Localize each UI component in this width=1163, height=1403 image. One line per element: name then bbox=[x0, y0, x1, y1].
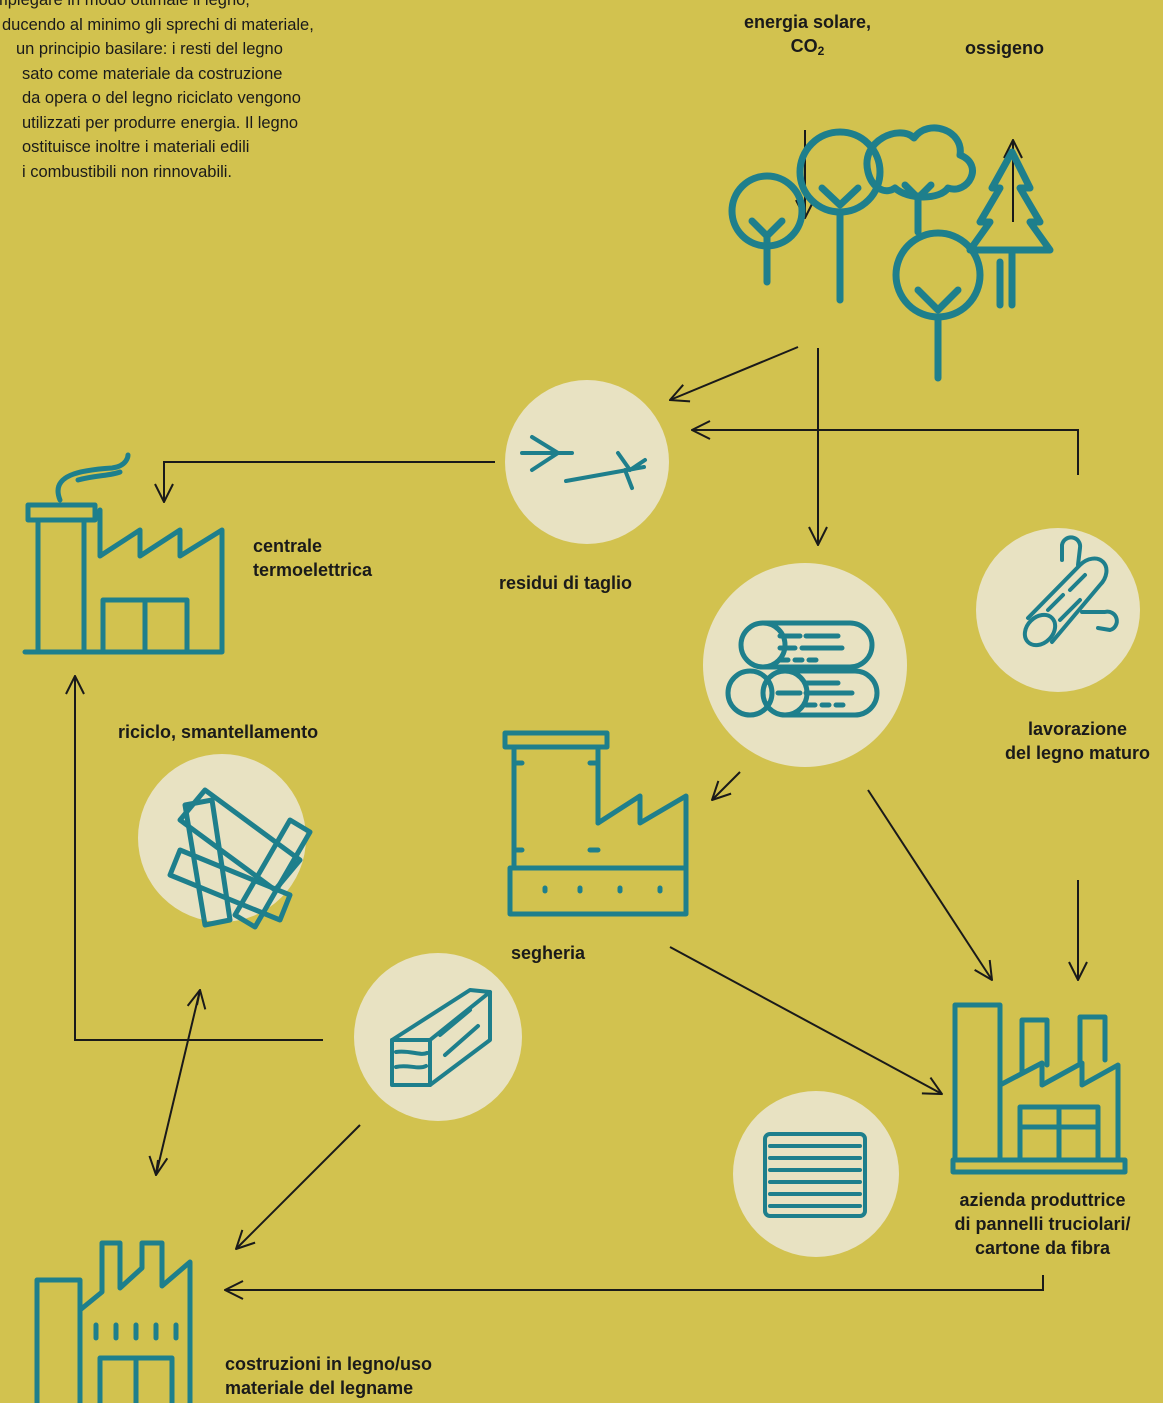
arrow-logs-to-panels bbox=[867, 789, 992, 980]
intro-line: ostituisce inoltre i materiali edili bbox=[22, 138, 250, 156]
panels-circle bbox=[733, 1091, 899, 1257]
oxygen-label: ossigeno bbox=[965, 38, 1045, 58]
intro-text: mpiegare in modo ottimale il legno, duce… bbox=[0, 0, 464, 184]
beam-icon bbox=[390, 988, 492, 1087]
power-plant-label: centrale termoelettrica bbox=[253, 536, 373, 580]
intro-line: i combustibili non rinnovabili. bbox=[22, 162, 233, 181]
intro-line: mpiegare in modo ottimale il legno, bbox=[0, 0, 250, 9]
arrow-logs-to-sawmill bbox=[712, 771, 741, 800]
sawmill-label: segheria bbox=[511, 943, 586, 963]
intro-line: un principio basilare: i resti del legno bbox=[16, 40, 283, 58]
panels-icon bbox=[763, 1132, 867, 1218]
arrow-panels-to-construction bbox=[225, 1275, 1044, 1290]
panel-factory-icon bbox=[950, 1002, 1128, 1175]
construction-label: costruzioni in legno/uso materiale del l… bbox=[225, 1354, 432, 1398]
arrow-sawmill-to-panels bbox=[669, 946, 942, 1094]
arrow-mature-to-residues bbox=[692, 430, 1079, 475]
forest-icon bbox=[728, 124, 1054, 382]
mature-wood-circle bbox=[976, 528, 1140, 692]
energy-label: energia solare, CO2 bbox=[743, 12, 872, 58]
arrow-beam-to-construction bbox=[236, 1124, 361, 1249]
intro-line: ducendo al minimo gli sprechi di materia… bbox=[2, 15, 314, 34]
arrow-recycling-construction bbox=[155, 989, 201, 1176]
intro-line: sato come materiale da costruzione bbox=[22, 64, 283, 83]
recycling-label: riciclo, smantellamento bbox=[118, 722, 319, 742]
mature-wood-label: lavorazione del legno maturo bbox=[1004, 719, 1150, 763]
cutting-residues-label: residui di taglio bbox=[499, 573, 633, 593]
panel-factory-label: azienda produttrice di pannelli truciola… bbox=[954, 1190, 1131, 1258]
intro-line: da opera o del legno riciclato vengono bbox=[22, 89, 301, 107]
sawmill-icon bbox=[502, 730, 689, 917]
intro-line: utilizzati per produrre energia. Il legn… bbox=[22, 113, 299, 132]
construction-factory-icon bbox=[34, 1240, 193, 1403]
branches-icon bbox=[520, 435, 647, 490]
arrow-residues-to-plant bbox=[164, 461, 495, 502]
power-plant-icon bbox=[22, 452, 225, 655]
arrow-forest-to-residues bbox=[670, 346, 799, 400]
residues-circle bbox=[505, 380, 669, 544]
planks-icon bbox=[167, 787, 313, 930]
stacked-logs-icon bbox=[725, 620, 880, 718]
flow-arrows bbox=[75, 130, 1078, 1290]
log-icon bbox=[1022, 535, 1119, 648]
arrow-beam-to-plant bbox=[75, 676, 323, 1041]
beam-circle bbox=[354, 953, 522, 1121]
